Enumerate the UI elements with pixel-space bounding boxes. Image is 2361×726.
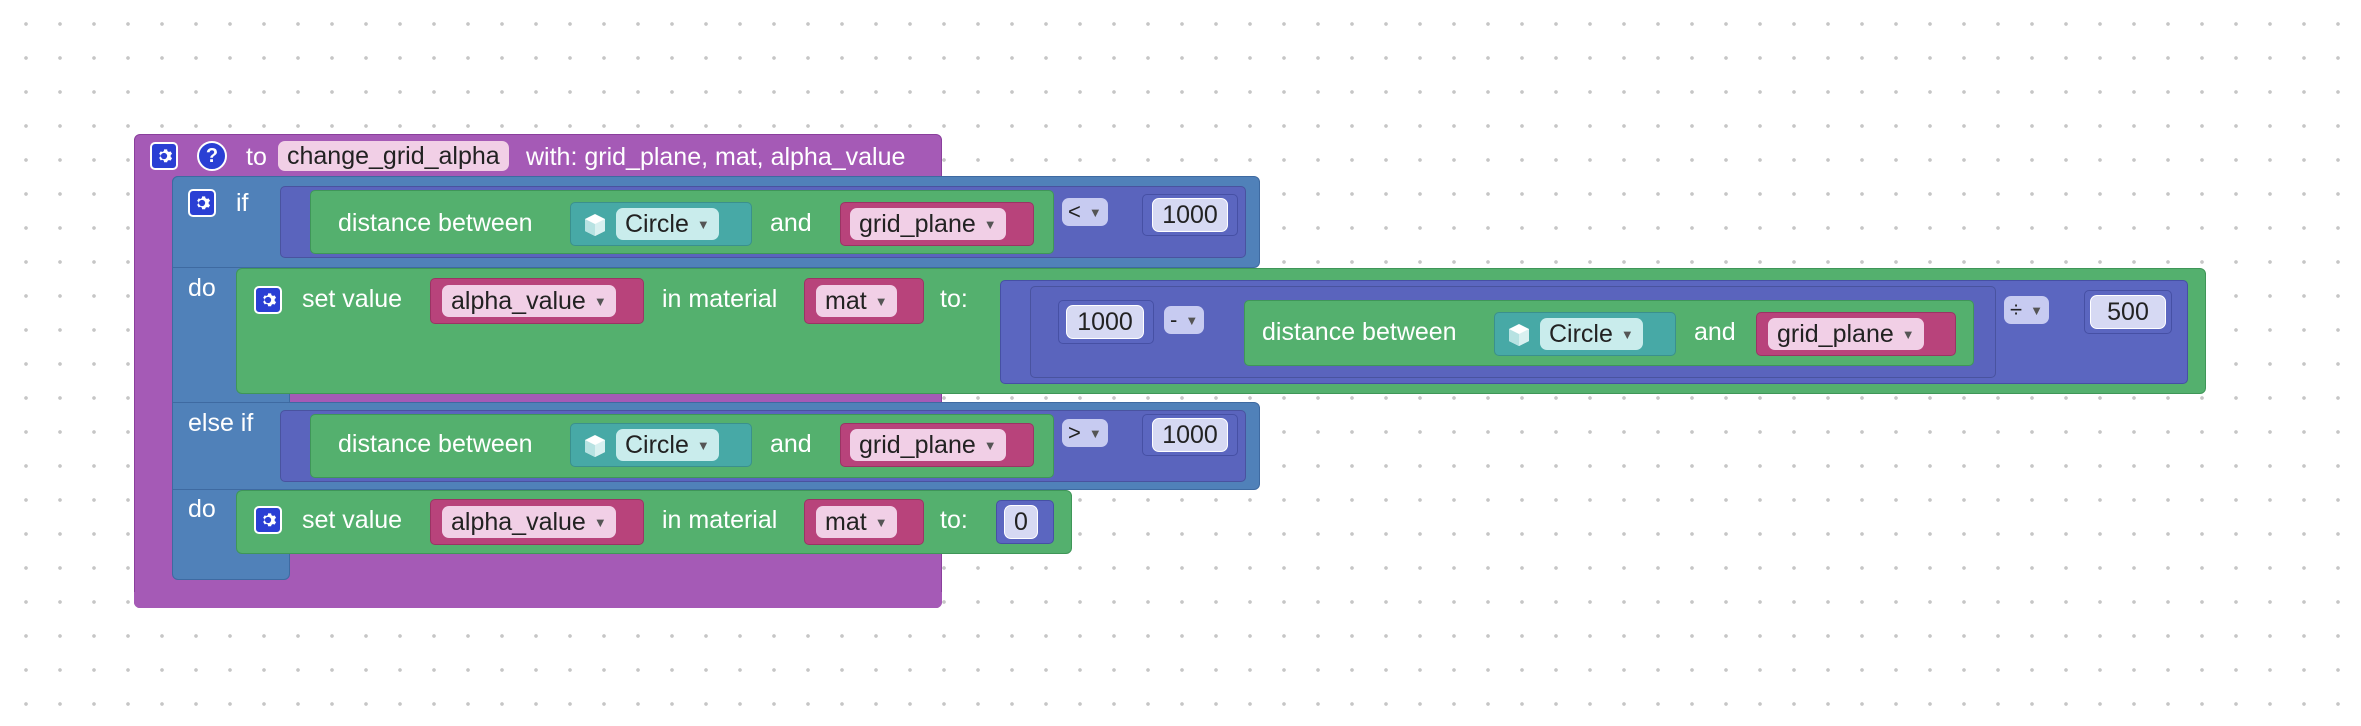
number-field[interactable]: 0 [1004, 505, 1038, 539]
cube-icon [582, 212, 608, 238]
property-dropdown[interactable]: alpha_value ▼ [442, 506, 616, 538]
procedure-to-label: to [246, 143, 267, 171]
property-value: alpha_value [451, 508, 586, 536]
gear-icon[interactable] [254, 286, 282, 314]
in-material-label: in material [662, 506, 778, 534]
number-field[interactable]: 1000 [1152, 418, 1228, 452]
in-material-label: in material [662, 285, 778, 313]
gear-icon[interactable] [150, 142, 178, 170]
dropdown-arrow-icon: ▼ [696, 217, 710, 233]
gear-icon[interactable] [188, 189, 216, 217]
operator-value: > [1068, 420, 1081, 445]
set-value-block-2[interactable] [236, 490, 1072, 554]
operator-dropdown[interactable]: <▼ [1062, 198, 1108, 226]
material-value: mat [825, 287, 867, 315]
dropdown-arrow-icon: ▼ [874, 294, 888, 310]
property-value: alpha_value [451, 287, 586, 315]
variable-dropdown[interactable]: grid_plane ▼ [850, 208, 1006, 240]
procedure-name-field[interactable]: change_grid_alpha [278, 141, 509, 171]
dropdown-arrow-icon: ▼ [593, 515, 607, 531]
gear-icon[interactable] [254, 506, 282, 534]
property-dropdown[interactable]: alpha_value ▼ [442, 285, 616, 317]
cube-icon [582, 433, 608, 459]
variable-value: grid_plane [859, 431, 976, 459]
material-dropdown[interactable]: mat ▼ [816, 285, 897, 317]
distance-label: distance between [1262, 318, 1457, 346]
number-field[interactable]: 500 [2090, 295, 2166, 329]
object-dropdown[interactable]: Circle ▼ [1506, 317, 1643, 351]
to-label: to: [940, 285, 968, 313]
else-if-label: else if [188, 409, 254, 437]
number-field[interactable]: 1000 [1152, 198, 1228, 232]
dropdown-arrow-icon: ▼ [1185, 313, 1199, 329]
distance-label: distance between [338, 209, 533, 237]
object-dropdown[interactable]: Circle ▼ [582, 207, 719, 241]
procedure-block-bottom [134, 592, 942, 608]
to-label: to: [940, 506, 968, 534]
do-label: do [188, 274, 216, 302]
procedure-params: with: grid_plane, mat, alpha_value [526, 143, 906, 171]
dropdown-arrow-icon: ▼ [2030, 303, 2043, 319]
operator-dropdown[interactable]: -▼ [1164, 306, 1205, 334]
dropdown-arrow-icon: ▼ [983, 217, 997, 233]
set-value-label: set value [302, 506, 403, 534]
distance-label: distance between [338, 430, 533, 458]
object-dropdown[interactable]: Circle ▼ [582, 428, 719, 462]
object-value: Circle [625, 431, 689, 459]
dropdown-arrow-icon: ▼ [696, 438, 710, 454]
operator-value: - [1170, 307, 1178, 332]
object-value: Circle [625, 210, 689, 238]
dropdown-arrow-icon: ▼ [1901, 327, 1915, 343]
variable-value: grid_plane [1777, 320, 1894, 348]
dropdown-arrow-icon: ▼ [874, 515, 888, 531]
cube-icon [1506, 322, 1532, 348]
operator-dropdown[interactable]: ÷▼ [2004, 296, 2049, 324]
dropdown-arrow-icon: ▼ [1620, 327, 1634, 343]
object-value: Circle [1549, 320, 1613, 348]
dropdown-arrow-icon: ▼ [983, 438, 997, 454]
variable-dropdown[interactable]: grid_plane ▼ [850, 429, 1006, 461]
material-dropdown[interactable]: mat ▼ [816, 506, 897, 538]
set-value-label: set value [302, 285, 403, 313]
variable-value: grid_plane [859, 210, 976, 238]
operator-value: < [1068, 199, 1081, 224]
and-label: and [1694, 318, 1736, 346]
operator-value: ÷ [2010, 297, 2023, 322]
variable-dropdown[interactable]: grid_plane ▼ [1768, 318, 1924, 350]
number-field[interactable]: 1000 [1066, 305, 1144, 339]
material-value: mat [825, 508, 867, 536]
dropdown-arrow-icon: ▼ [1088, 205, 1102, 221]
and-label: and [770, 430, 812, 458]
and-label: and [770, 209, 812, 237]
do-label: do [188, 495, 216, 523]
operator-dropdown[interactable]: >▼ [1062, 419, 1108, 447]
help-icon[interactable]: ? [197, 141, 227, 171]
dropdown-arrow-icon: ▼ [593, 294, 607, 310]
if-label: if [236, 189, 249, 217]
dropdown-arrow-icon: ▼ [1088, 426, 1102, 442]
